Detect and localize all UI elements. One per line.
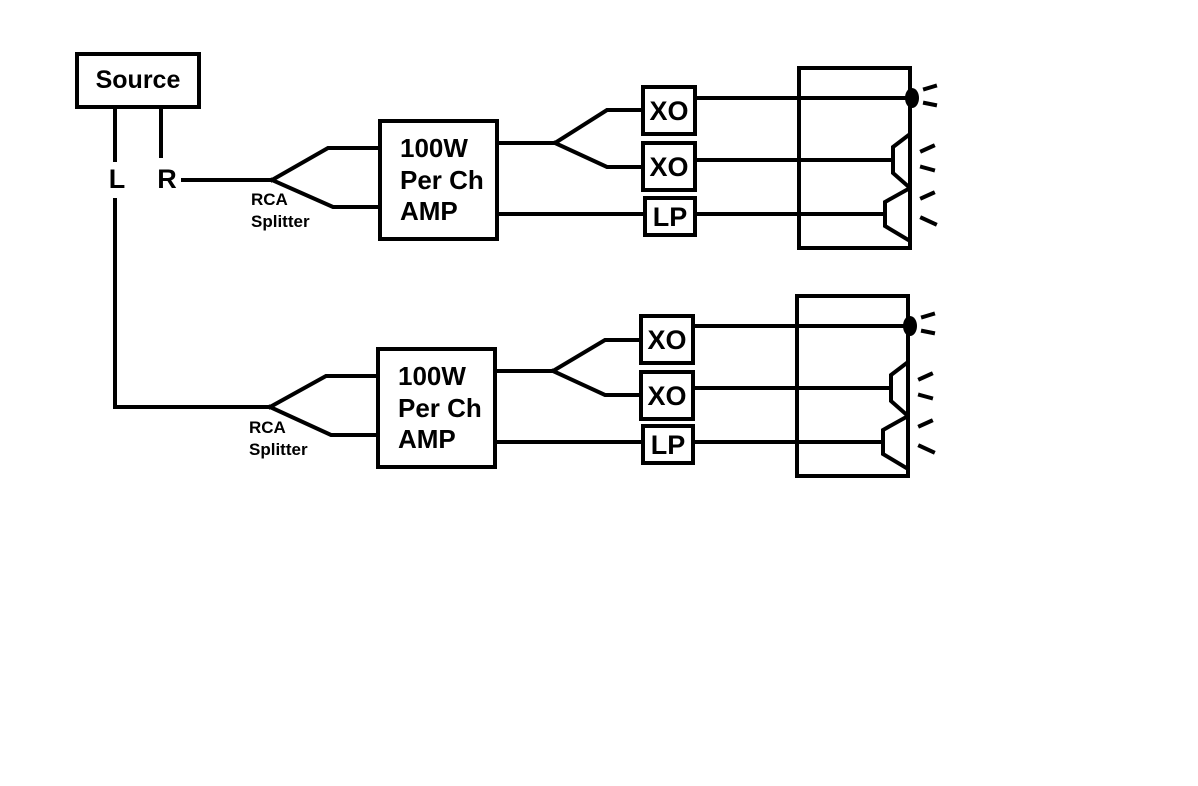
source-outputs: L R [109, 105, 274, 409]
lowpass-2-box [641, 424, 695, 465]
source-block: Source [75, 52, 201, 109]
crossover-1b-label: XO [649, 152, 688, 182]
speaker-2-wires [691, 324, 910, 444]
splitter-2-label-line2: Splitter [249, 440, 308, 459]
sound-waves-icon [917, 311, 936, 455]
channel-2: RCA Splitter 100W Per Ch AMP XO XO LP [249, 294, 936, 478]
lowpass-1-label: LP [653, 202, 688, 232]
amp-1-line2: Per Ch [400, 165, 484, 195]
right-channel-label: R [157, 164, 177, 194]
amp-2-box [376, 347, 497, 469]
channel-1: RCA Splitter 100W Per Ch AMP XO XO LP [251, 66, 938, 250]
crossover-2a-label: XO [647, 325, 686, 355]
splitter-2-label-line1: RCA [249, 418, 286, 437]
crossover-1a-box [641, 85, 697, 136]
amp-1-line1: 100W [400, 133, 468, 163]
amp-2-crossover-split [493, 338, 643, 397]
left-channel-label: L [109, 164, 126, 194]
crossover-2b-label: XO [647, 381, 686, 411]
crossover-1a-label: XO [649, 96, 688, 126]
amp-2-line2: Per Ch [398, 393, 482, 423]
splitter-1-label-line1: RCA [251, 190, 288, 209]
rca-splitter-2 [267, 374, 380, 437]
sound-waves-icon [919, 83, 938, 227]
crossover-1b-box [641, 141, 697, 192]
lowpass-2-label: LP [651, 430, 686, 460]
tweeter-icon [905, 88, 919, 108]
amp-1-box [378, 119, 499, 241]
splitter-1-label-line2: Splitter [251, 212, 310, 231]
amp-2-line1: 100W [398, 361, 466, 391]
amp-1-crossover-split [495, 108, 645, 169]
midrange-speaker-icon [889, 357, 910, 421]
speaker-1-wires [693, 96, 912, 216]
woofer-speaker-icon [883, 184, 912, 245]
source-label: Source [96, 66, 181, 94]
source-box [75, 52, 201, 109]
tweeter-icon [903, 316, 917, 336]
left-channel-wire [113, 198, 272, 409]
crossover-2b-box [639, 370, 695, 421]
amp-1-line3: AMP [400, 196, 458, 226]
woofer-speaker-icon [881, 412, 910, 473]
midrange-speaker-icon [891, 129, 912, 193]
lowpass-1-box [643, 196, 697, 237]
amp-2-line3: AMP [398, 424, 456, 454]
rca-splitter-1 [269, 146, 382, 209]
crossover-2a-box [639, 314, 695, 365]
